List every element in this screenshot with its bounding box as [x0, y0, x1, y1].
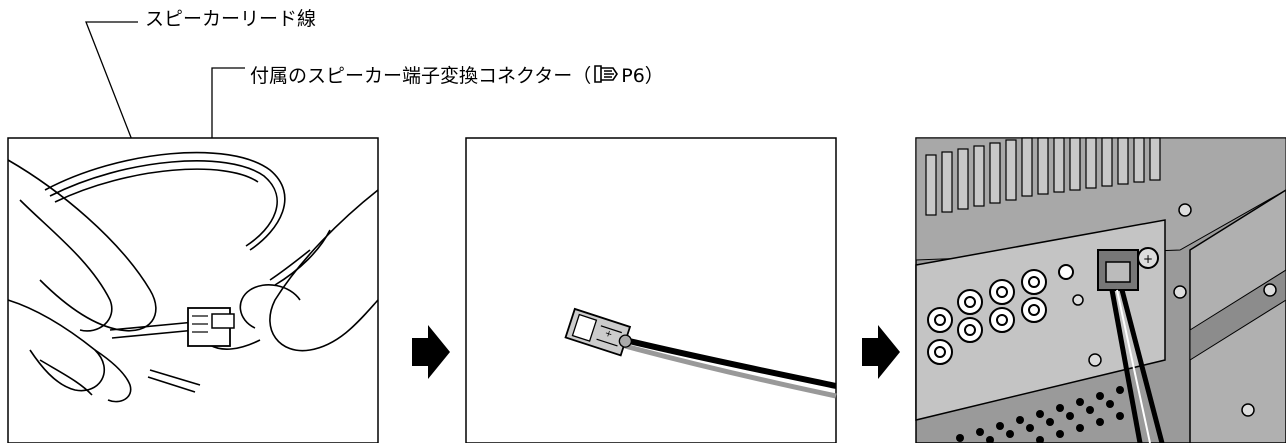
arrow-right-icon — [862, 325, 900, 379]
connector-label: 付属のスピーカー端子変換コネクター（ P6） — [250, 64, 664, 88]
panel-hands-connector — [7, 137, 379, 443]
book-reference-icon — [593, 64, 619, 88]
arrow-right-icon — [412, 325, 450, 379]
terminal-adapter — [187, 307, 235, 347]
speaker-lead-label: スピーカーリード線 — [145, 8, 317, 30]
connector-label-text: 付属のスピーカー端子変換コネクター（ — [250, 65, 592, 87]
panel-cable-connector: + — [465, 137, 837, 443]
panel-rear-terminal: + — [915, 137, 1286, 443]
svg-text:+: + — [1143, 252, 1153, 266]
connector-page-ref: P6） — [621, 65, 664, 87]
svg-text:+: + — [603, 329, 613, 341]
